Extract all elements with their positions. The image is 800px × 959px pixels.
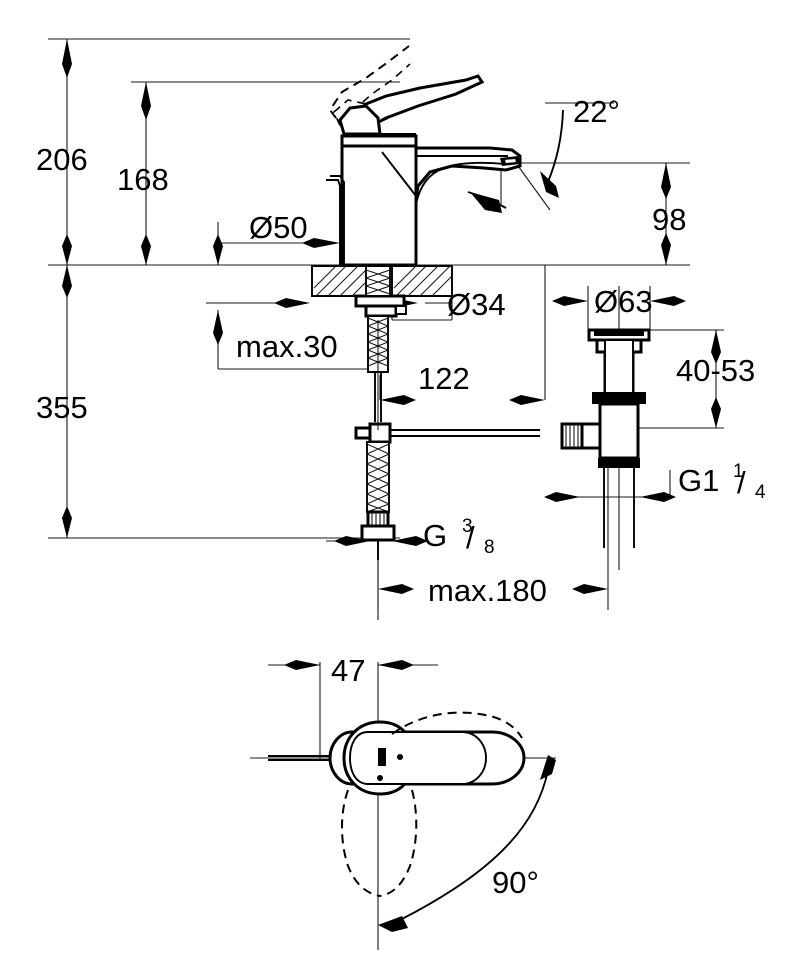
lever-pivot-dot: [397, 754, 403, 760]
arrow-98-bottom: [661, 233, 671, 265]
label-122: 122: [418, 361, 470, 396]
lever-swivel-down-right: [379, 789, 418, 897]
arrow-4053-bottom: [711, 397, 721, 428]
lever-plan-cap: [349, 731, 487, 785]
lever-swivel-down-left: [341, 789, 381, 897]
faucet-body: [311, 45, 540, 620]
label-g38-denominator: 8: [484, 537, 495, 558]
arrow-206-top: [62, 39, 72, 78]
arrow-122-left: [380, 395, 416, 405]
waste-body-shaft: [604, 339, 634, 397]
supply-connector-nut: [360, 524, 396, 542]
waste-locknut: [592, 392, 646, 404]
label-d63: Ø63: [594, 284, 653, 319]
hose-collar-knurl: [371, 512, 385, 526]
arrow-g114-left: [544, 492, 580, 502]
arc-90deg: [399, 769, 549, 921]
label-d34: Ø34: [447, 287, 506, 322]
label-22deg: 22°: [573, 94, 620, 129]
arrow-4053-top: [711, 330, 721, 364]
lift-rod-upper: [330, 175, 345, 265]
waste-flange-seal: [594, 330, 644, 336]
arrow-max180-right: [572, 584, 608, 594]
arrow-90deg-top: [540, 755, 556, 780]
arrow-22deg: [540, 171, 559, 198]
arrow-47-left: [284, 660, 320, 670]
arrow-122-right: [509, 395, 545, 405]
label-g114-denominator: 4: [755, 482, 766, 503]
rod-clamp: [368, 422, 392, 444]
label-g38-base: G: [423, 518, 447, 553]
fixing-lug: [395, 305, 407, 315]
label-47: 47: [331, 653, 365, 688]
arrow-max30-top: [213, 310, 223, 345]
lever-hub-hidden: [333, 99, 375, 135]
label-168: 168: [117, 162, 169, 197]
hose-collar: [366, 510, 390, 528]
lift-rod-upper-2: [326, 179, 341, 265]
leader-curve-spout: [467, 191, 507, 209]
arrow-d50-vert: [213, 234, 223, 265]
label-g114-base: G1: [678, 463, 719, 498]
shank-upper: [365, 265, 391, 297]
rod-clamp-screw: [354, 426, 372, 440]
arrow-max180-left: [378, 584, 414, 594]
shank-upper-thread: [365, 269, 391, 295]
lever-locator-dot: [377, 775, 383, 781]
popup-waste-assembly: [560, 286, 651, 570]
spout-outer: [414, 146, 522, 201]
label-355: 355: [36, 390, 88, 425]
label-g114: G1 1 / 4: [678, 461, 766, 503]
arrow-g114-right: [640, 492, 676, 502]
arrow-98-top: [661, 163, 671, 199]
arrow-g38-right: [392, 536, 428, 546]
elevation-view: [48, 38, 724, 620]
aerator-face: [502, 156, 519, 166]
waste-gland-nut: [560, 422, 584, 450]
label-g114-numerator: 1: [733, 461, 744, 482]
arrow-base-left: [274, 298, 310, 308]
label-g38-slash: /: [466, 520, 475, 555]
hatch-right: [393, 265, 453, 297]
faucet-column: [340, 144, 418, 267]
dimension-labels: 206 168 Ø50 Ø34 max.30 355 122 22° 98 Ø6…: [36, 94, 766, 900]
label-4053: 40-53: [676, 353, 755, 388]
hose-braid-pattern: [366, 443, 390, 513]
lift-rod-assembly: [354, 422, 540, 444]
arrow-47-right: [378, 660, 414, 670]
arrow-d63-left: [552, 296, 588, 306]
lever-swivel-arc-top: [391, 711, 523, 739]
gland-nut-knurl: [565, 424, 579, 448]
label-g38-numerator: 3: [462, 516, 473, 537]
label-max180: max.180: [428, 573, 547, 608]
label-g114-slash: /: [737, 465, 746, 500]
label-d50: Ø50: [249, 210, 308, 245]
waste-bottom-band: [598, 458, 640, 468]
waste-body-lower: [598, 402, 640, 460]
body-chamfer: [381, 151, 417, 197]
arrow-d50-right: [302, 238, 340, 248]
arrow-168-top: [141, 82, 151, 120]
arrow-168-bottom: [141, 234, 151, 265]
arrow-206-bottom: [62, 234, 72, 265]
plan-view: [250, 660, 556, 950]
arrow-355-top: [62, 265, 72, 298]
arrow-spout-leader: [470, 192, 502, 213]
label-98: 98: [652, 202, 686, 237]
hatch-left: [313, 265, 371, 297]
arrow-g38-left: [334, 536, 370, 546]
arrow-d63-right: [650, 296, 686, 306]
label-206: 206: [36, 142, 88, 177]
label-90deg: 90°: [492, 865, 539, 900]
fixing-nut: [364, 304, 398, 318]
lever-raised-inner: [349, 63, 411, 127]
spout-inner-curve: [415, 161, 505, 205]
arrow-355-bottom: [62, 506, 72, 538]
lever-index-marker: [378, 748, 386, 766]
label-g38: G 3 / 8: [423, 516, 495, 558]
label-max30: max.30: [236, 329, 338, 364]
leader-curve-22deg: [547, 109, 564, 183]
lever-raised-outline: [328, 45, 410, 131]
